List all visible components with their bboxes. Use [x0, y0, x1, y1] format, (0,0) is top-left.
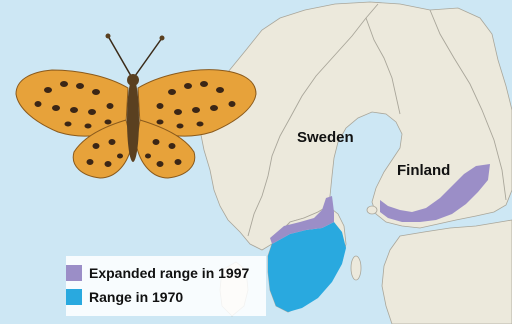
border-sweden-finland: [365, 17, 401, 115]
antenna-left: [107, 35, 132, 77]
range-1997-area-sweden: [270, 196, 334, 244]
range-1997-area-finland: [380, 164, 490, 222]
border-norway-sweden: [247, 3, 379, 237]
antenna-right: [134, 37, 163, 77]
legend-label-1997: Expanded range in 1997: [89, 265, 250, 281]
legend-item-expanded-1997: Expanded range in 1997: [66, 263, 249, 283]
range-1970-area: [268, 222, 346, 312]
land-north: [199, 1, 512, 251]
land-baltic: [381, 219, 512, 324]
border-finland-russia: [429, 9, 507, 201]
butterfly-body: [127, 78, 139, 162]
country-label-sweden: Sweden: [297, 129, 354, 146]
legend: Expanded range in 1997 Range in 1970: [66, 256, 266, 316]
antenna-tip-left: [105, 33, 111, 39]
island-aland: [366, 205, 378, 215]
butterfly-icon: [15, 33, 257, 179]
legend-item-1970: Range in 1970: [66, 287, 183, 307]
antenna-tip-right: [159, 35, 165, 41]
legend-swatch-1997: [66, 265, 82, 281]
butterfly-head: [127, 74, 139, 86]
legend-label-1970: Range in 1970: [89, 289, 184, 305]
island-gotland: [350, 255, 362, 281]
forewing-right: [137, 69, 257, 137]
wing-spots: [34, 81, 236, 167]
legend-swatch-1970: [66, 289, 82, 305]
country-label-finland: Finland: [397, 162, 451, 179]
